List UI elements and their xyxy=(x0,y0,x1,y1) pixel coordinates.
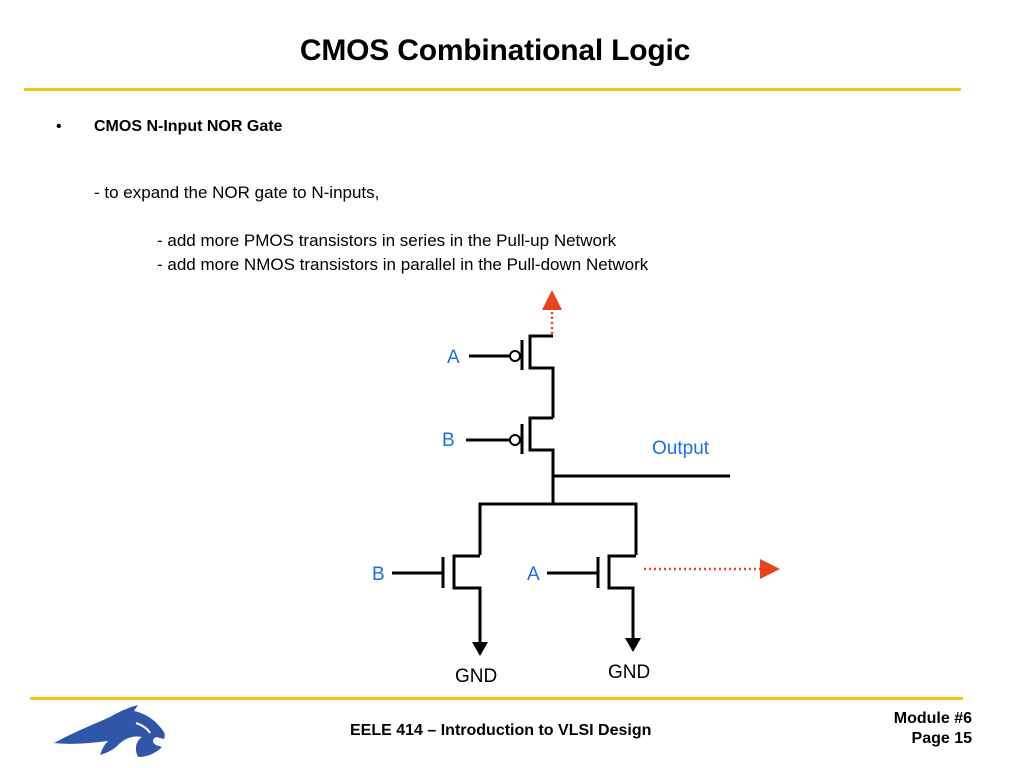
footer-module-number: Module #6 xyxy=(893,710,972,727)
body-line: - add more PMOS transistors in series in… xyxy=(157,231,617,250)
pmos-input-label: A xyxy=(447,347,460,368)
nmos-input-label: A xyxy=(527,564,540,585)
nor-gate-schematic: A B Output B A GND GND xyxy=(372,290,780,687)
bobcat-logo-icon xyxy=(54,705,165,757)
pmos-transistor-b xyxy=(466,416,555,505)
section-heading: CMOS N-Input NOR Gate xyxy=(94,118,283,135)
slide-title: CMOS Combinational Logic xyxy=(299,34,691,67)
ground-arrow-left xyxy=(472,642,488,656)
nmos-transistor-a xyxy=(547,554,636,640)
pmos-input-label: B xyxy=(442,430,455,451)
pulldown-rail xyxy=(478,502,638,555)
footer-course-title: EELE 414 – Introduction to VLSI Design xyxy=(350,722,652,739)
bullet-icon: • xyxy=(56,118,62,135)
pmos-transistor-a xyxy=(469,334,555,418)
ground-label: GND xyxy=(608,662,650,683)
output-label: Output xyxy=(652,438,710,459)
ground-arrow-right xyxy=(625,638,641,652)
body-line: - add more NMOS transistors in parallel … xyxy=(157,255,649,274)
footer-divider xyxy=(30,697,963,700)
footer-page-number: Page 15 xyxy=(911,730,972,747)
nmos-input-label: B xyxy=(372,564,385,585)
nmos-transistor-b xyxy=(392,554,482,645)
title-divider xyxy=(24,88,961,91)
body-line: - to expand the NOR gate to N-inputs, xyxy=(94,183,380,202)
ground-label: GND xyxy=(455,666,497,687)
